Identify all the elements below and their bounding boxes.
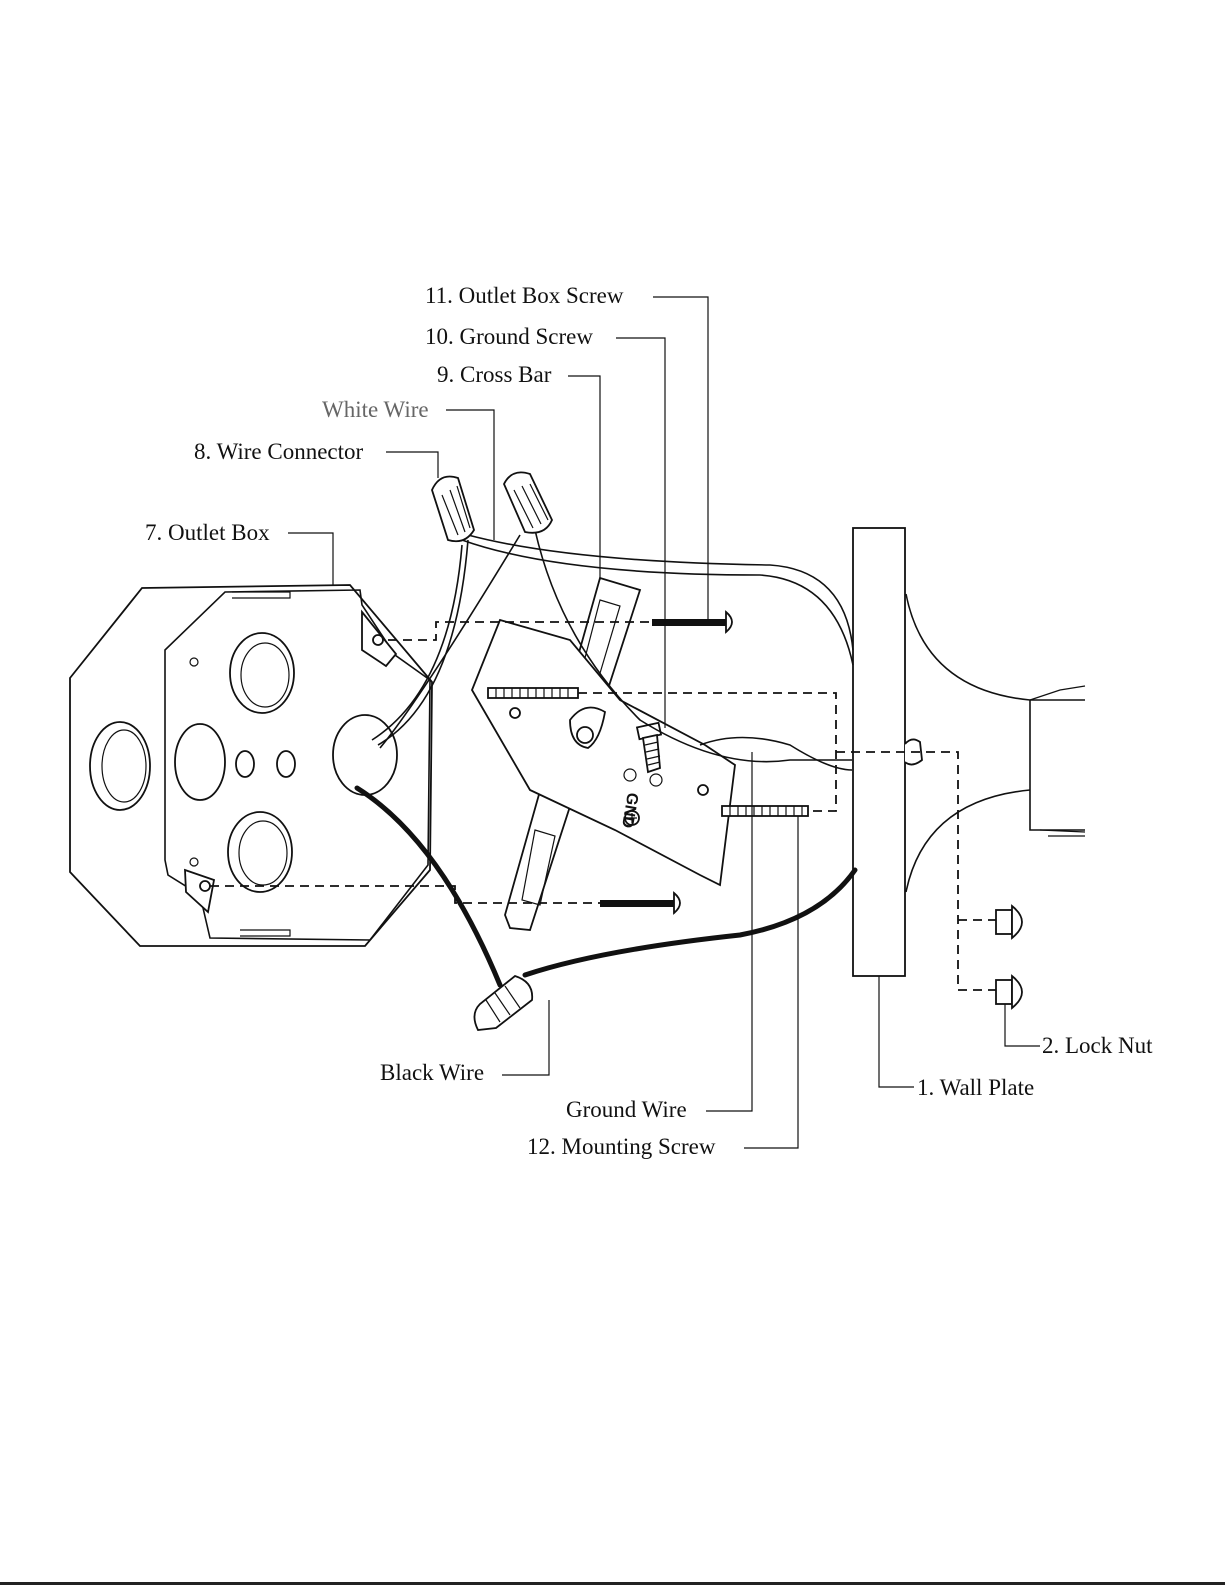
mounting-screw-lower [722,806,808,816]
outlet-box-screw-lower [600,893,680,913]
outlet-box-screw-upper [652,612,732,632]
label-outlet-box-screw: 11. Outlet Box Screw [425,283,624,308]
label-wall-plate: 1. Wall Plate [917,1075,1034,1100]
wire-connector-center [504,472,552,532]
label-black-wire: Black Wire [380,1060,484,1085]
mounting-screw-upper [488,688,578,698]
wire-connector-lower [474,976,532,1030]
lock-nut-lower [996,976,1022,1008]
outlet-box [70,585,432,946]
label-ground-wire: Ground Wire [566,1097,687,1122]
wire-connector-left [432,477,474,542]
lock-nut-upper [996,906,1022,938]
label-wire-connector: 8. Wire Connector [194,439,364,464]
label-ground-screw: 10. Ground Screw [425,324,593,349]
cross-bar: GND [472,578,735,930]
label-outlet-box: 7. Outlet Box [145,520,270,545]
fixture-body [906,594,1085,892]
label-mounting-screw: 12. Mounting Screw [527,1134,716,1159]
label-cross-bar: 9. Cross Bar [437,362,552,387]
label-lock-nut: 2. Lock Nut [1042,1033,1153,1058]
label-white-wire: White Wire [322,397,429,422]
